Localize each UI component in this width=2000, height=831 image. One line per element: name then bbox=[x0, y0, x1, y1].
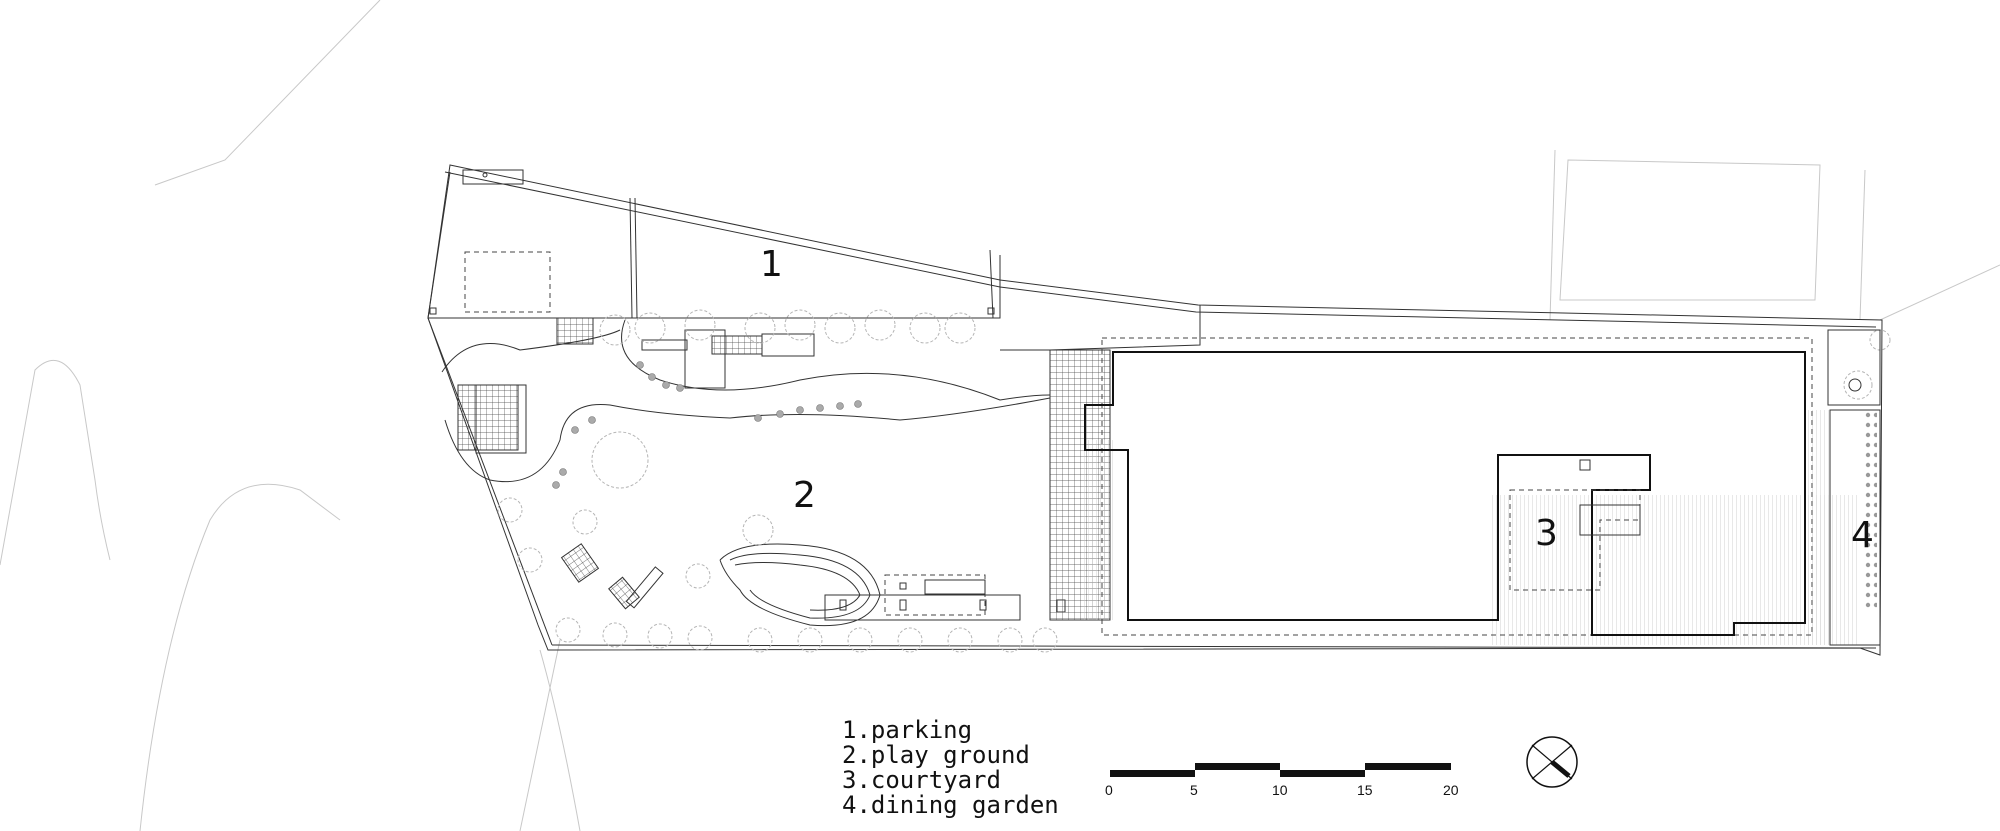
legend-item: 2.play ground bbox=[842, 741, 1030, 769]
parking-area bbox=[427, 169, 1201, 351]
north-arrow-icon bbox=[1526, 736, 1578, 788]
scale-label: 5 bbox=[1190, 782, 1198, 798]
playground-area bbox=[427, 317, 1066, 646]
scale-label: 20 bbox=[1443, 782, 1459, 798]
scale-bar: 0 5 10 15 20 bbox=[1105, 763, 1459, 798]
legend-item: 4.dining garden bbox=[842, 791, 1059, 819]
legend: 1.parking 2.play ground 3.courtyard 4.di… bbox=[842, 716, 1059, 819]
scale-label: 15 bbox=[1357, 782, 1373, 798]
zone-label-parking: 1 bbox=[760, 244, 783, 285]
dining-garden bbox=[1827, 329, 1881, 646]
site-boundary bbox=[427, 164, 1883, 656]
legend-item: 3.courtyard bbox=[842, 766, 1001, 794]
shrubs bbox=[552, 361, 862, 489]
zone-label-dining-garden: 4 bbox=[1851, 515, 1874, 556]
scale-label: 10 bbox=[1272, 782, 1288, 798]
zone-label-courtyard: 3 bbox=[1535, 513, 1558, 554]
zone-label-playground: 2 bbox=[793, 475, 816, 516]
trees bbox=[497, 309, 1891, 653]
scale-label: 0 bbox=[1105, 782, 1113, 798]
legend-item: 1.parking bbox=[842, 716, 972, 744]
building bbox=[1049, 337, 1860, 645]
